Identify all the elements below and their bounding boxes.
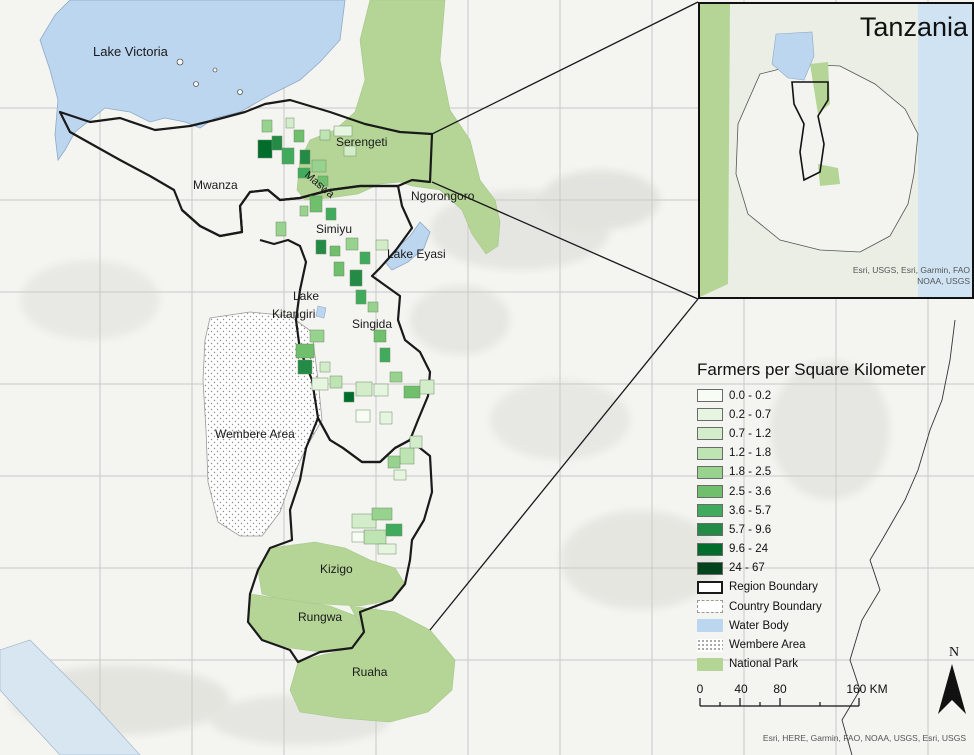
legend-row-class: 1.2 - 1.8	[697, 444, 967, 463]
legend-class-swatch	[697, 389, 723, 403]
label-lake-victoria: Lake Victoria	[93, 44, 169, 59]
label-lake-eyasi: Lake Eyasi	[387, 247, 446, 261]
inset-study-area	[791, 81, 829, 182]
legend-class-label: 1.2 - 1.8	[729, 447, 772, 460]
legend-row-wembere-area: Wembere Area	[697, 635, 967, 654]
inset-ocean	[918, 4, 972, 297]
legend-class-label: 2.5 - 3.6	[729, 485, 772, 498]
label-serengeti: Serengeti	[336, 135, 387, 149]
legend-row-region-boundary: Region Boundary	[697, 578, 967, 597]
legend-class-swatch	[697, 561, 723, 575]
legend-row-class: 0.7 - 1.2	[697, 424, 967, 443]
inset-lake-victoria	[771, 31, 815, 81]
legend-class-swatch	[697, 446, 723, 460]
region-boundary-swatch	[697, 580, 723, 594]
legend-class-swatch	[697, 504, 723, 518]
legend-row-country-boundary: Country Boundary	[697, 597, 967, 616]
water-body-swatch	[697, 619, 723, 633]
legend-class-swatch	[697, 485, 723, 499]
north-label: N	[949, 645, 959, 660]
inset-map-tanzania[interactable]: Tanzania Esri, USGS, Esri, Garmin, FAO N…	[698, 2, 974, 299]
lake-victoria	[39, 0, 346, 162]
region-boundaries	[58, 98, 434, 664]
lake-tanganyika	[0, 639, 141, 755]
legend-row-class: 24 - 67	[697, 559, 967, 578]
label-ngorongoro: Ngorongoro	[411, 189, 475, 203]
scale-bar-line	[699, 698, 860, 707]
legend-row-class: 5.7 - 9.6	[697, 520, 967, 539]
north-arrow-icon: N	[938, 645, 966, 714]
label-mwanza: Mwanza	[193, 178, 238, 192]
legend-class-label: 5.7 - 9.6	[729, 523, 772, 536]
legend-label-national-park: National Park	[729, 658, 799, 671]
legend-row-national-park: National Park	[697, 655, 967, 674]
inset-attribution-line2: NOAA, USGS	[917, 276, 970, 286]
scale-tick-40: 40	[734, 682, 748, 696]
inset-attribution-line1: Esri, USGS, Esri, Garmin, FAO	[852, 265, 970, 275]
legend-label-wembere-area: Wembere Area	[729, 639, 806, 652]
scale-tick-0: 0	[697, 682, 704, 696]
inset-title: Tanzania	[859, 12, 968, 42]
park-ruaha	[289, 605, 456, 723]
legend-label-region-boundary: Region Boundary	[729, 581, 818, 594]
legend-row-class: 1.8 - 2.5	[697, 463, 967, 482]
inset-map-graphic	[700, 4, 972, 297]
legend-row-water-body: Water Body	[697, 616, 967, 635]
legend-row-class: 0.0 - 0.2	[697, 386, 967, 405]
wembere-area-swatch	[697, 638, 723, 652]
label-lake-kitangiri-line2: Kitangiri	[272, 307, 315, 321]
legend-class-label: 24 - 67	[729, 562, 765, 575]
label-lake-kitangiri-line1: Lake	[293, 289, 319, 303]
inset-connectors	[429, 1, 699, 631]
scale-bar: 0 40 80 160 KM	[697, 682, 888, 707]
label-ruaha: Ruaha	[352, 665, 388, 679]
legend-class-label: 0.2 - 0.7	[729, 408, 772, 421]
legend-row-class: 0.2 - 0.7	[697, 405, 967, 424]
label-kizigo: Kizigo	[320, 562, 353, 576]
lake-kitangiri	[315, 305, 327, 319]
legend-label-water-body: Water Body	[729, 619, 789, 632]
lake-islands	[176, 58, 243, 95]
coastline	[841, 319, 956, 755]
farmer-density-patches	[257, 117, 435, 555]
legend-class-label: 0.7 - 1.2	[729, 427, 772, 440]
lake-eyasi	[384, 221, 431, 271]
legend-title: Farmers per Square Kilometer	[697, 360, 926, 379]
map-attribution: Esri, HERE, Garmin, FAO, NOAA, USGS, Esr…	[762, 733, 966, 743]
label-rungwa: Rungwa	[298, 610, 342, 624]
legend-class-swatch	[697, 408, 723, 422]
label-singida: Singida	[352, 317, 392, 331]
label-simiyu: Simiyu	[316, 222, 352, 236]
legend-class-label: 9.6 - 24	[729, 543, 768, 556]
legend-class-label: 1.8 - 2.5	[729, 466, 772, 479]
country-boundary-swatch	[697, 600, 723, 614]
legend-class-swatch	[697, 465, 723, 479]
label-wembere-area: Wembere Area	[215, 427, 295, 441]
legend-row-class: 2.5 - 3.6	[697, 482, 967, 501]
wembere-area-polygon	[202, 311, 323, 537]
legend-class-swatch	[697, 542, 723, 556]
inset-parks	[700, 4, 840, 297]
national-park-swatch	[697, 657, 723, 671]
legend-row-class: 9.6 - 24	[697, 540, 967, 559]
legend-class-label: 3.6 - 5.7	[729, 504, 772, 517]
inset-country	[735, 63, 919, 253]
legend-label-country-boundary: Country Boundary	[729, 600, 822, 613]
legend-class-swatch	[697, 427, 723, 441]
legend-class-swatch	[697, 523, 723, 537]
scale-tick-80: 80	[773, 682, 787, 696]
legend-class-label: 0.0 - 0.2	[729, 389, 772, 402]
inset-attribution: Esri, USGS, Esri, Garmin, FAO NOAA, USGS	[853, 265, 970, 287]
scale-tick-160: 160 KM	[846, 682, 887, 696]
legend-classes: 0.0 - 0.2 0.2 - 0.7 0.7 - 1.2 1.2 - 1.8 1.8 …	[697, 386, 967, 578]
legend-row-class: 3.6 - 5.7	[697, 501, 967, 520]
